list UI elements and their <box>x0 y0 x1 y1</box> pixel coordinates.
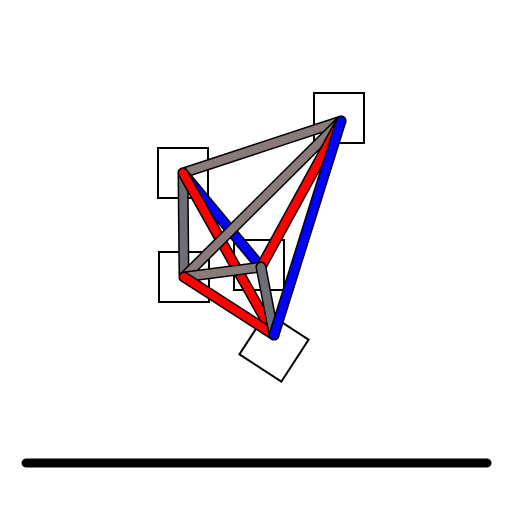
link-left-upper-left-lower[interactable] <box>177 167 190 283</box>
link-top-right-bottom[interactable] <box>268 115 347 341</box>
link-bar <box>179 169 188 281</box>
link-left-lower-top-right[interactable] <box>178 115 347 283</box>
link-bar <box>180 263 265 281</box>
links-layer <box>177 115 347 341</box>
link-bar <box>179 169 278 339</box>
link-bar <box>180 117 345 281</box>
link-left-lower-center[interactable] <box>178 261 267 283</box>
link-bar <box>180 273 278 339</box>
link-bar <box>179 117 345 177</box>
link-left-upper-top-right[interactable] <box>177 115 347 179</box>
link-bar <box>270 117 345 339</box>
link-left-upper-bottom[interactable] <box>177 167 280 341</box>
link-left-lower-bottom[interactable] <box>178 271 280 341</box>
